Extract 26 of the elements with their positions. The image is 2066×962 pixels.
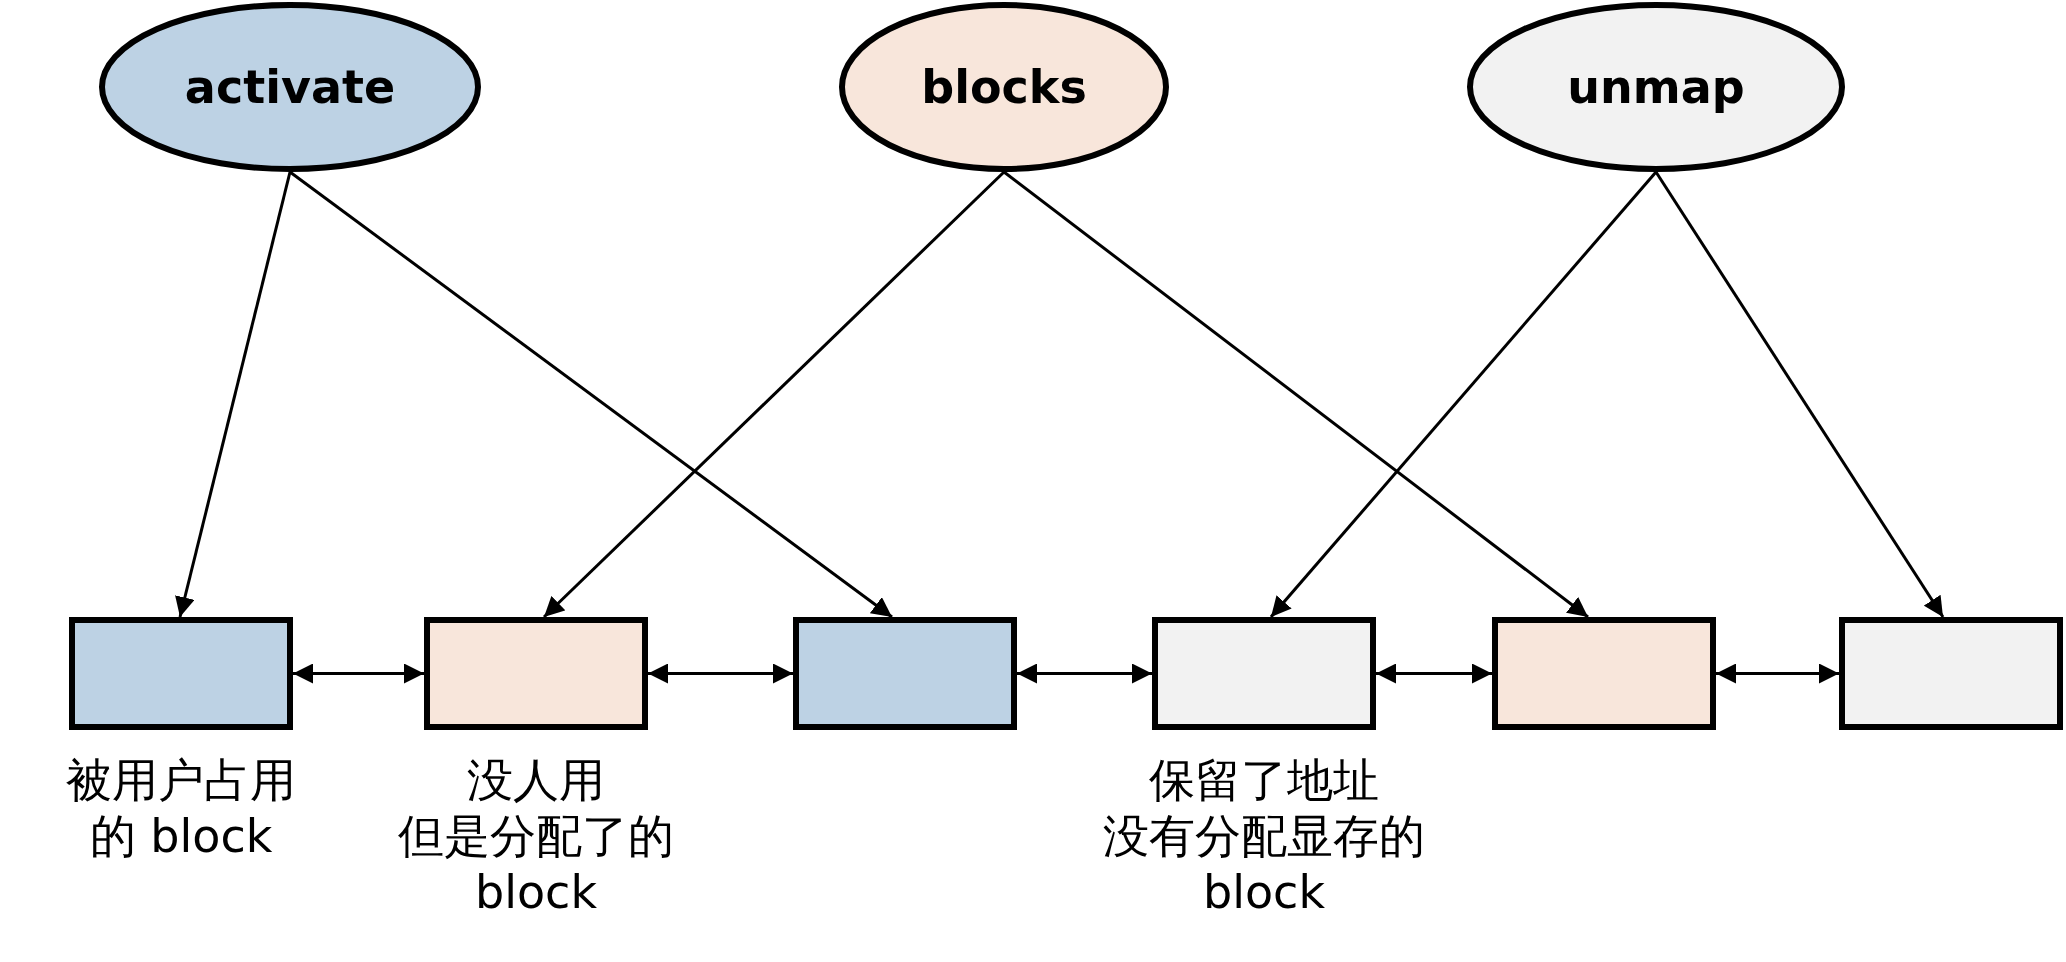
node-label: activate	[183, 60, 397, 114]
ellipse-node	[1467, 2, 1845, 172]
block-caption: 保留了地址没有分配显存的 block	[1103, 752, 1425, 920]
node-label: unmap	[1566, 60, 1746, 114]
arrow	[1017, 663, 1152, 684]
arrow	[293, 663, 424, 684]
arrow	[648, 663, 793, 684]
node-label: blocks	[920, 60, 1088, 114]
arrow	[289, 170, 893, 619]
arrow	[1269, 171, 1658, 618]
memory-block	[1839, 617, 2063, 730]
ellipse-node	[839, 2, 1169, 172]
block-caption: 被用户占用的 block	[66, 752, 296, 864]
memory-block	[793, 617, 1017, 730]
arrow	[1376, 663, 1492, 684]
memory-block	[1152, 617, 1376, 730]
block-caption: 没人用但是分配了的 block	[398, 752, 674, 920]
arrow	[1654, 171, 1945, 618]
arrow	[1716, 663, 1839, 684]
arrow	[542, 170, 1006, 619]
arrow	[175, 171, 292, 618]
memory-block	[424, 617, 648, 730]
ellipse-node	[99, 2, 481, 172]
memory-block	[1492, 617, 1716, 730]
memory-block	[69, 617, 293, 730]
arrow	[1003, 170, 1589, 619]
